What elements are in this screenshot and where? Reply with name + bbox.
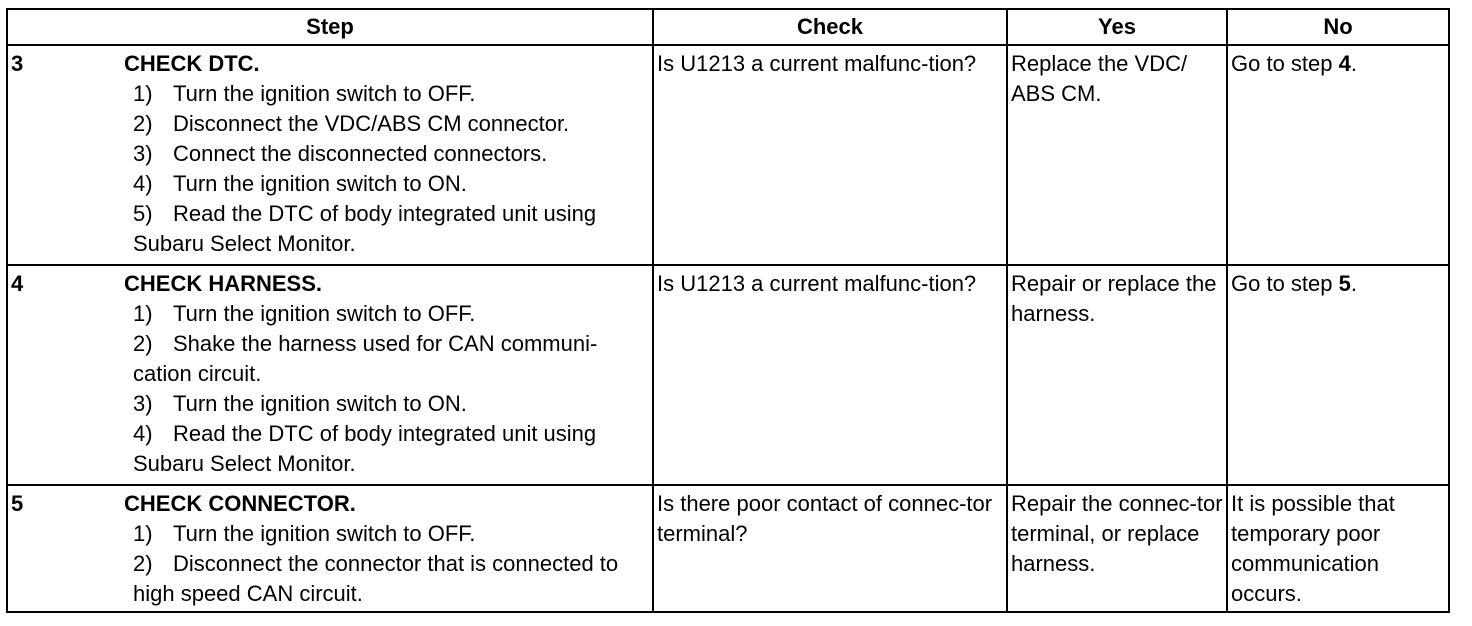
step-number: 4: [11, 271, 24, 296]
step-cell: 5 CHECK CONNECTOR. 1)Turn the ignition s…: [6, 484, 654, 613]
diagnostic-table: Step Check Yes No 3 CHECK DTC. 1)Turn th…: [6, 8, 1450, 613]
table-row: 4 CHECK HARNESS. 1)Turn the ignition swi…: [6, 264, 1450, 486]
header-check: Check: [652, 8, 1008, 46]
table-row: 5 CHECK CONNECTOR. 1)Turn the ignition s…: [6, 484, 1450, 613]
step-item: 5)Read the DTC of body integrated unit u…: [133, 201, 597, 256]
step-number: 5: [11, 491, 24, 516]
step-item: 1)Turn the ignition switch to OFF.: [133, 81, 476, 106]
step-item: 4)Read the DTC of body integrated unit u…: [133, 421, 597, 476]
step-item: 3)Connect the disconnected connectors.: [133, 141, 548, 166]
no-cell: Go to step 5.: [1226, 264, 1450, 486]
step-item: 2)Disconnect the VDC/ABS CM connector.: [133, 111, 570, 136]
yes-cell: Replace the VDC/ ABS CM.: [1006, 44, 1228, 266]
header-step: Step: [6, 8, 654, 46]
step-item: 1)Turn the ignition switch to OFF.: [133, 521, 476, 546]
step-item: 2)Shake the harness used for CAN communi…: [133, 331, 598, 386]
header-no: No: [1226, 8, 1450, 46]
step-title: CHECK HARNESS.: [124, 271, 323, 296]
no-step-ref: 5: [1338, 271, 1351, 296]
step-item: 1)Turn the ignition switch to OFF.: [133, 301, 476, 326]
step-title: CHECK CONNECTOR.: [124, 491, 356, 516]
no-cell: It is possible that temporary poor commu…: [1226, 484, 1450, 613]
header-row: Step Check Yes No: [6, 8, 1450, 46]
check-cell: Is U1213 a current malfunc-tion?: [652, 264, 1008, 486]
yes-cell: Repair the connec-tor terminal, or repla…: [1006, 484, 1228, 613]
step-item: 2)Disconnect the connector that is conne…: [133, 551, 619, 606]
step-cell: 3 CHECK DTC. 1)Turn the ignition switch …: [6, 44, 654, 266]
header-yes: Yes: [1006, 8, 1228, 46]
step-item: 4)Turn the ignition switch to ON.: [133, 171, 467, 196]
table-row: 3 CHECK DTC. 1)Turn the ignition switch …: [6, 44, 1450, 266]
step-number: 3: [11, 51, 24, 76]
step-cell: 4 CHECK HARNESS. 1)Turn the ignition swi…: [6, 264, 654, 486]
check-cell: Is there poor contact of connec-tor term…: [652, 484, 1008, 613]
no-cell: Go to step 4.: [1226, 44, 1450, 266]
check-cell: Is U1213 a current malfunc-tion?: [652, 44, 1008, 266]
step-item: 3)Turn the ignition switch to ON.: [133, 391, 467, 416]
yes-cell: Repair or replace the harness.: [1006, 264, 1228, 486]
no-step-ref: 4: [1338, 51, 1351, 76]
step-title: CHECK DTC.: [124, 51, 260, 76]
